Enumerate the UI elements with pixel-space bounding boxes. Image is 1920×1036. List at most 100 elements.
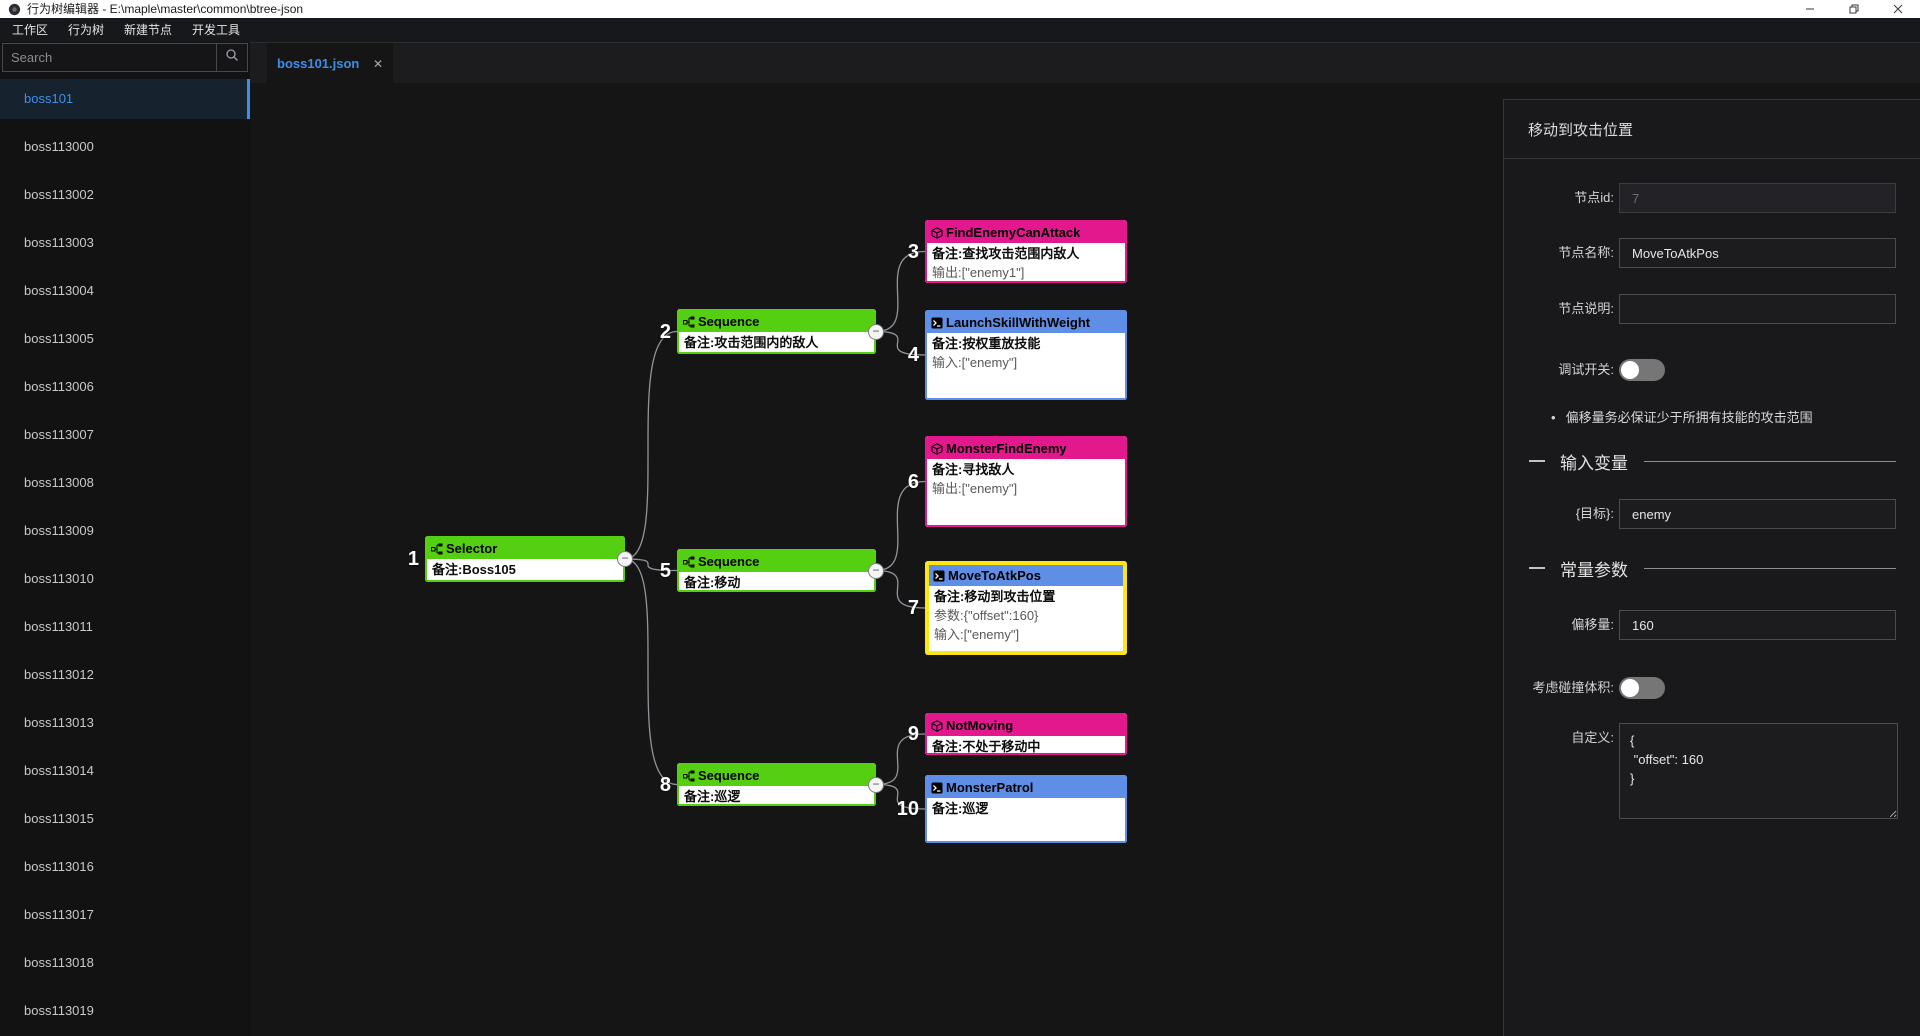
node-title: FindEnemyCanAttack [946, 225, 1081, 240]
tab-label: boss101.json [277, 56, 360, 71]
node-box: MoveToAtkPos 备注:移动到攻击位置参数:{"offset":160}输… [925, 561, 1127, 655]
collision-toggle-label: 考虑碰撞体积: [1532, 680, 1614, 695]
node-line: 输出:["enemy1"] [932, 265, 1025, 280]
node-title: MoveToAtkPos [948, 568, 1041, 583]
sidebar-item-boss113019[interactable]: boss113019 [24, 1003, 94, 1018]
sidebar-item-boss113018[interactable]: boss113018 [24, 955, 94, 970]
target-input[interactable] [1619, 499, 1896, 529]
sidebar-item-boss113008[interactable]: boss113008 [24, 475, 94, 490]
sidebar-item-boss113014[interactable]: boss113014 [24, 763, 94, 778]
node-line: 备注:Boss105 [432, 562, 516, 577]
search-input[interactable] [3, 44, 216, 71]
tree-node-Sequence[interactable]: Sequence 备注:攻击范围内的敌人 [677, 309, 876, 354]
section-dash-icon [1529, 567, 1545, 569]
offset-note: •偏移量务必保证少于所拥有技能的攻击范围 [1551, 410, 1813, 425]
node-body: 备注:移动到攻击位置参数:{"offset":160}输入:["enemy"] [929, 586, 1123, 651]
node-name-label: 节点名称: [1558, 245, 1614, 260]
custom-json-textarea[interactable]: { "offset": 160 } [1619, 723, 1898, 819]
node-title: Selector [446, 541, 498, 556]
node-number-7: 7 [907, 597, 919, 619]
composite-node-icon [431, 543, 443, 555]
node-line: 备注:移动到攻击位置 [934, 589, 1056, 604]
sidebar-item-boss113015[interactable]: boss113015 [24, 811, 94, 826]
node-number-2: 2 [659, 320, 671, 343]
collision-toggle[interactable] [1619, 677, 1665, 699]
offset-input[interactable] [1619, 610, 1896, 640]
node-header: MoveToAtkPos [929, 565, 1123, 586]
target-label: {目标}: [1575, 506, 1614, 521]
node-header: Selector [427, 538, 623, 559]
node-body: 备注:Boss105 [427, 559, 623, 580]
sidebar-item-boss113000[interactable]: boss113000 [24, 139, 94, 154]
minimize-button[interactable] [1788, 0, 1832, 18]
node-desc-input[interactable] [1619, 294, 1896, 324]
menu-item-开发工具[interactable]: 开发工具 [192, 23, 241, 37]
node-number-10: 10 [896, 798, 919, 820]
tab-close-icon[interactable]: ✕ [372, 56, 383, 71]
condition-node-icon [931, 226, 943, 239]
edge-8-9 [875, 733, 926, 786]
menu-item-行为树[interactable]: 行为树 [68, 23, 105, 37]
node-line: 备注:移动 [684, 575, 741, 590]
sidebar-item-boss113005[interactable]: boss113005 [24, 331, 94, 346]
section-input-vars: 输入变量 [1504, 448, 1920, 474]
menu-item-工作区[interactable]: 工作区 [12, 23, 49, 37]
sidebar-item-boss113016[interactable]: boss113016 [24, 859, 94, 874]
tree-node-MoveToAtkPos[interactable]: MoveToAtkPos 备注:移动到攻击位置参数:{"offset":160}输… [925, 561, 1127, 655]
node-box: Selector 备注:Boss105 [425, 536, 625, 582]
collapse-button[interactable]: − [868, 562, 884, 579]
sidebar-item-boss113013[interactable]: boss113013 [24, 715, 94, 730]
node-title: LaunchSkillWithWeight [946, 315, 1091, 330]
sidebar-item-boss113010[interactable]: boss113010 [24, 571, 94, 586]
close-button[interactable] [1876, 0, 1920, 18]
sidebar-item-boss113012[interactable]: boss113012 [24, 667, 94, 682]
node-id-input [1619, 183, 1896, 213]
debug-toggle-label: 调试开关: [1558, 362, 1614, 377]
sidebar-item-boss113002[interactable]: boss113002 [24, 187, 94, 202]
sidebar-item-boss113003[interactable]: boss113003 [24, 235, 94, 250]
sidebar-item-boss113004[interactable]: boss113004 [24, 283, 94, 298]
node-number-8: 8 [659, 773, 671, 796]
sidebar-item-boss113006[interactable]: boss113006 [24, 379, 94, 394]
collapse-button[interactable]: − [617, 551, 633, 567]
edge-8-10 [875, 783, 926, 810]
node-line: 备注:攻击范围内的敌人 [684, 335, 819, 350]
app-logo-icon [8, 3, 21, 16]
node-name-input[interactable] [1619, 238, 1896, 268]
node-body: 备注:攻击范围内的敌人 [679, 332, 874, 352]
sidebar-item-boss113007[interactable]: boss113007 [24, 427, 94, 442]
node-title: Sequence [698, 314, 760, 329]
tab-boss101[interactable]: boss101.json ✕ [267, 43, 393, 84]
sidebar-item-boss113011[interactable]: boss113011 [24, 619, 93, 634]
menubar: 工作区 行为树 新建节点 开发工具 [0, 18, 1920, 42]
node-body: 备注:巡逻 [927, 798, 1125, 841]
composite-node-icon [683, 770, 695, 782]
node-line: 参数:{"offset":160} [934, 608, 1039, 623]
edge-5-7 [875, 569, 926, 609]
restore-button[interactable] [1832, 0, 1876, 18]
collapse-button[interactable]: − [868, 323, 884, 340]
sidebar-item-boss113017[interactable]: boss113017 [24, 907, 94, 922]
edge-1-5 [624, 558, 678, 572]
bullet-icon: • [1551, 410, 1556, 425]
sidebar-item-boss101[interactable]: boss101 [0, 79, 250, 119]
search-button[interactable] [216, 44, 247, 71]
menu-item-新建节点[interactable]: 新建节点 [124, 23, 173, 37]
collapse-button[interactable]: − [868, 776, 884, 793]
tree-node-Selector[interactable]: Selector 备注:Boss105 [425, 536, 625, 582]
sidebar-item-boss113009[interactable]: boss113009 [24, 523, 94, 538]
composite-node-icon [683, 556, 695, 568]
action-node-icon [931, 317, 943, 329]
section-rule [1644, 460, 1896, 462]
debug-toggle[interactable] [1619, 359, 1665, 381]
